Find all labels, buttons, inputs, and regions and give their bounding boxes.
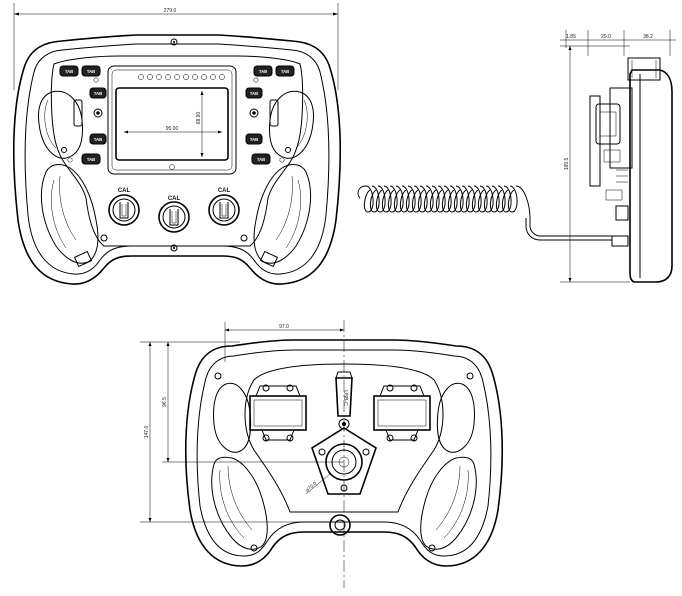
display-screen	[115, 87, 229, 161]
tab-button[interactable]: TAB	[245, 133, 263, 145]
tab-button[interactable]: TAB	[81, 153, 101, 165]
button-cluster-left: TAB TAB TAB TAB TAB	[59, 65, 107, 165]
rear-wheel-inner-rim	[196, 349, 492, 557]
svg-text:CAL: CAL	[118, 188, 131, 194]
side-dim-c: 38.2	[643, 34, 653, 40]
rear-back-plate	[244, 363, 444, 513]
rear-half-width-dimension: 97.0	[279, 324, 289, 330]
hub-diameter-dimension: ⌀70.0	[305, 481, 319, 494]
rear-total-height-dimension: 147.0	[144, 426, 150, 439]
svg-text:TAB: TAB	[94, 137, 102, 142]
display-bezel	[107, 65, 237, 175]
rear-wheel-outer-rim	[184, 339, 504, 567]
left-lower-grip	[40, 164, 99, 264]
svg-text:TAB: TAB	[259, 69, 267, 74]
central-body	[50, 55, 304, 247]
cal-knob-left[interactable]: CAL	[108, 188, 140, 226]
rear-upper-height-dimension: 96.5	[162, 397, 168, 407]
tab-button[interactable]: TAB	[275, 65, 295, 77]
svg-text:TAB: TAB	[257, 157, 265, 162]
display-height-dimension: 68.90	[196, 112, 202, 125]
right-grip	[269, 90, 314, 159]
tab-button[interactable]: TAB	[81, 65, 101, 77]
rear-left-paddle-module	[249, 384, 307, 442]
front-view: 279.0	[12, 3, 342, 285]
tab-button[interactable]: TAB	[245, 87, 263, 99]
left-grip	[38, 90, 83, 159]
side-view: 1.85 29.0 38.2 189.5	[357, 30, 676, 283]
cal-knob-center[interactable]: CAL	[158, 196, 190, 233]
rear-right-paddle-module	[373, 384, 431, 442]
side-dim-b: 29.0	[601, 34, 611, 40]
svg-text:TAB: TAB	[250, 91, 258, 96]
tab-button[interactable]: TAB	[89, 133, 107, 145]
side-dim-a: 1.85	[566, 34, 576, 40]
tab-button[interactable]: TAB	[59, 65, 79, 77]
tab-button[interactable]: TAB	[89, 87, 107, 99]
svg-text:TAB: TAB	[281, 69, 289, 74]
wheel-inner-rim	[24, 43, 330, 275]
rear-lower-button[interactable]	[329, 514, 351, 536]
side-height-dimension: 189.5	[564, 158, 570, 171]
tab-button[interactable]: TAB	[253, 65, 273, 77]
svg-text:CAL: CAL	[168, 196, 181, 202]
wheel-outer-rim	[12, 34, 342, 285]
led-row	[138, 74, 225, 80]
coiled-cable	[357, 185, 531, 219]
left-paddle-clip	[73, 99, 83, 127]
right-paddle-clip	[269, 99, 279, 127]
cal-knob-right[interactable]: CAL	[208, 188, 240, 226]
rear-left-grip	[213, 382, 252, 453]
svg-text:USB-C: USB-C	[342, 390, 348, 406]
rear-right-grip	[436, 382, 475, 453]
front-width-dimension: 279.0	[164, 8, 177, 14]
right-lower-grip	[253, 164, 312, 264]
rear-right-lower-grip	[420, 456, 477, 550]
rear-left-lower-grip	[211, 456, 268, 550]
usb-c-connector: USB-C	[335, 371, 353, 430]
svg-text:TAB: TAB	[250, 137, 258, 142]
svg-text:TAB: TAB	[87, 157, 95, 162]
hub-adapter-plate	[311, 427, 377, 495]
tab-button[interactable]: TAB	[251, 153, 271, 165]
button-cluster-right: TAB TAB TAB TAB TAB	[245, 65, 295, 165]
quick-release-hub	[325, 443, 363, 481]
display-width-dimension: 95.00	[166, 126, 179, 132]
svg-text:TAB: TAB	[65, 69, 73, 74]
svg-text:TAB: TAB	[94, 91, 102, 96]
rear-view: 97.0 147.0 96.5	[140, 320, 504, 588]
svg-text:TAB: TAB	[87, 69, 95, 74]
svg-text:CAL: CAL	[218, 188, 231, 194]
